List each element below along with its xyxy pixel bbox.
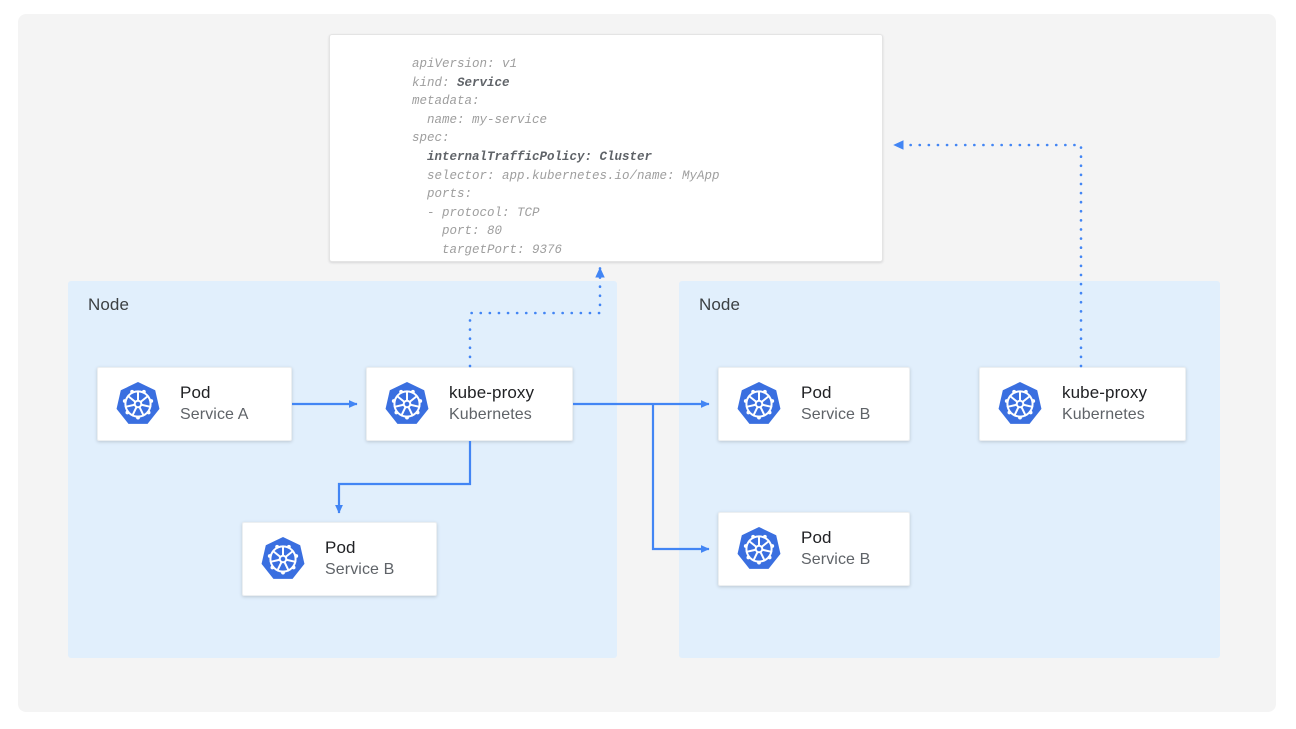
card-subtitle: Kubernetes [1062, 406, 1145, 423]
card-title: Pod [325, 538, 356, 557]
manifest-line: spec: [412, 131, 450, 146]
kubernetes-logo-icon [735, 380, 783, 428]
node-panel-left: Node [68, 281, 617, 658]
manifest-line: internalTrafficPolicy: Cluster [412, 149, 653, 164]
card-pod-service-a[interactable]: Pod Service A [97, 367, 292, 441]
card-text: Pod Service B [801, 527, 870, 571]
kubernetes-logo-icon [735, 525, 783, 573]
card-subtitle: Service B [801, 551, 871, 568]
card-text: Pod Service A [180, 382, 249, 426]
kubernetes-logo-icon [114, 380, 162, 428]
node-label-left: Node [88, 295, 130, 314]
card-title: Pod [180, 383, 211, 402]
node-label-right: Node [699, 295, 741, 314]
manifest-line: apiVersion: v1 [412, 57, 518, 71]
manifest-line: ports: [412, 187, 473, 202]
card-text: Pod Service B [325, 537, 394, 581]
card-pod-service-b-right-node-top[interactable]: Pod Service B [718, 367, 910, 441]
card-title: Pod [801, 383, 832, 402]
kubernetes-logo-icon [259, 535, 307, 583]
card-pod-service-b-right-node-bottom[interactable]: Pod Service B [718, 512, 910, 586]
manifest-line: selector: app.kubernetes.io/name: MyApp [412, 168, 720, 183]
card-subtitle: Kubernetes [449, 406, 532, 423]
card-kube-proxy-right[interactable]: kube-proxy Kubernetes [979, 367, 1186, 441]
card-pod-service-b-left-node[interactable]: Pod Service B [242, 522, 437, 596]
node-panel-right: Node [679, 281, 1220, 658]
card-text: kube-proxy Kubernetes [1062, 382, 1147, 426]
card-subtitle: Service B [801, 406, 871, 423]
manifest-line: targetPort: 9376 [412, 242, 563, 257]
manifest-line: port: 80 [412, 224, 503, 239]
card-subtitle: Service B [325, 561, 395, 578]
manifest-line: metadata: [412, 94, 480, 109]
card-title: Pod [801, 528, 832, 547]
card-text: kube-proxy Kubernetes [449, 382, 534, 426]
card-title: kube-proxy [1062, 383, 1148, 402]
service-manifest-code: apiVersion: v1 kind: Service metadata: nam… [412, 55, 720, 260]
service-manifest-card: apiVersion: v1 kind: Service metadata: nam… [329, 34, 883, 262]
card-kube-proxy-left[interactable]: kube-proxy Kubernetes [366, 367, 573, 441]
card-subtitle: Service A [180, 406, 249, 423]
kubernetes-logo-icon [996, 380, 1044, 428]
card-title: kube-proxy [449, 383, 535, 402]
card-text: Pod Service B [801, 382, 870, 426]
manifest-line: - protocol: TCP [412, 205, 540, 220]
manifest-line: name: my-service [412, 112, 548, 127]
kubernetes-logo-icon [383, 380, 431, 428]
manifest-line: kind: Service [412, 75, 510, 90]
